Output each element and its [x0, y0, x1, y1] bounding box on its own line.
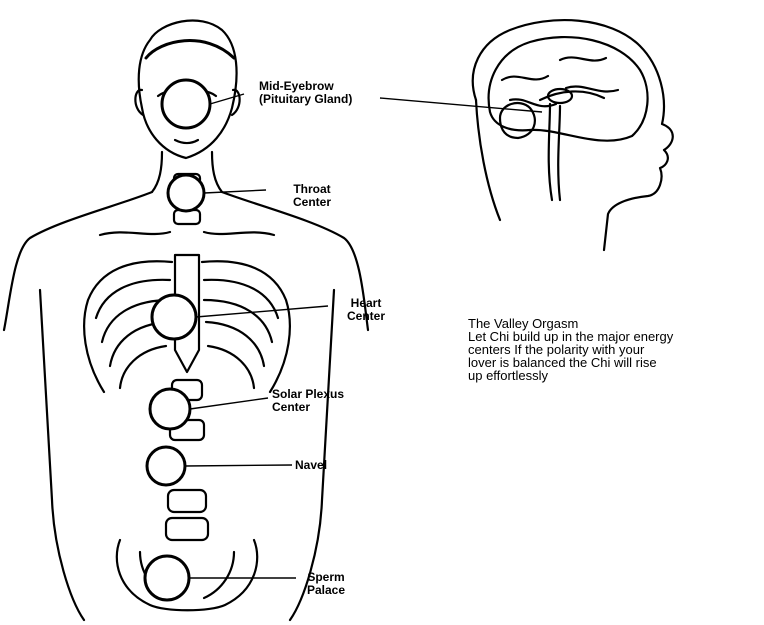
label-solar-plexus-center: Solar Plexus Center: [272, 388, 344, 414]
caption-line: up effortlessly: [468, 369, 758, 382]
throat-circle: [168, 175, 204, 211]
mid-eyebrow-label-line2: (Pituitary Gland): [259, 93, 352, 106]
label-throat-center: Throat Center: [282, 183, 342, 209]
mid-eyebrow-circle: [162, 80, 210, 128]
sperm-palace-label-line2: Palace: [296, 584, 356, 597]
label-navel: Navel: [295, 459, 327, 472]
throat-label-line2: Center: [282, 196, 342, 209]
heart-circle: [152, 295, 196, 339]
solar-plexus-circle: [150, 389, 190, 429]
solar-plexus-label-line2: Center: [272, 401, 344, 414]
label-sperm-palace: Sperm Palace: [296, 571, 356, 597]
label-heart-center: Heart Center: [336, 297, 396, 323]
navel-circle: [147, 447, 185, 485]
sperm-palace-circle: [145, 556, 189, 600]
navel-label-line1: Navel: [295, 459, 327, 472]
caption-text: The Valley Orgasm Let Chi build up in th…: [468, 317, 758, 382]
heart-label-line2: Center: [336, 310, 396, 323]
brain-head-profile: [473, 20, 673, 250]
energy-center-markers: [145, 80, 210, 600]
label-mid-eyebrow: Mid-Eyebrow (Pituitary Gland): [259, 80, 352, 106]
